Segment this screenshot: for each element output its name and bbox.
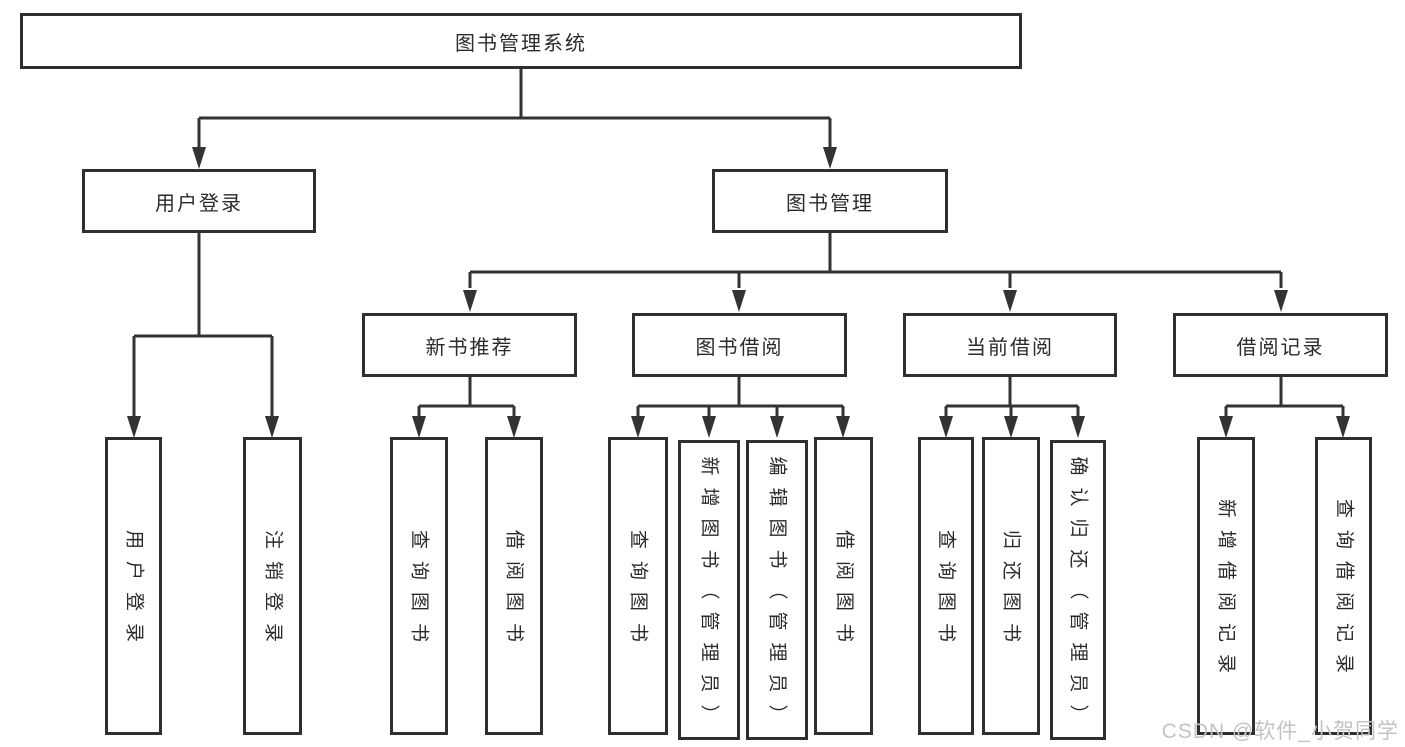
node-label: 归还图书 [1000, 529, 1022, 655]
node-label: 查询图书 [408, 529, 430, 655]
node-label: 新增图书（管理员） [698, 456, 720, 736]
node-new-book-recommend: 新书推荐 [362, 313, 577, 377]
leaf-return-book: 归还图书 [982, 437, 1040, 735]
node-user-login: 用户登录 [82, 169, 316, 233]
leaf-query-borrow-record: 查询借阅记录 [1315, 437, 1372, 735]
node-borrow-record: 借阅记录 [1173, 313, 1388, 377]
leaf-add-book-admin: 新增图书（管理员） [678, 440, 740, 740]
node-label: 查询图书 [627, 529, 649, 655]
node-label: 查询借阅记录 [1333, 498, 1354, 686]
node-label: 注销登录 [262, 529, 283, 655]
leaf-borrow-book-recommend: 借阅图书 [485, 437, 543, 735]
leaf-borrow-book: 借阅图书 [814, 437, 873, 735]
leaf-query-book-borrow: 查询图书 [608, 437, 668, 735]
node-label: 新增借阅记录 [1215, 498, 1237, 686]
node-book-borrow: 图书借阅 [632, 313, 847, 377]
leaf-user-login: 用户登录 [105, 437, 162, 735]
arrowhead-icons [127, 147, 1350, 438]
node-label: 借阅图书 [503, 529, 525, 655]
leaf-edit-book-admin: 编辑图书（管理员） [746, 440, 808, 740]
node-current-borrow: 当前借阅 [903, 313, 1117, 377]
leaf-query-book-current: 查询图书 [918, 437, 974, 735]
leaf-logout: 注销登录 [243, 437, 302, 735]
node-label: 查询图书 [935, 529, 957, 655]
node-label: 编辑图书（管理员） [766, 456, 788, 736]
leaf-confirm-return-admin: 确认归还（管理员） [1050, 440, 1106, 740]
node-label: 新书推荐 [425, 336, 514, 359]
node-label: 图书管理系统 [455, 32, 587, 55]
node-label: 用户登录 [155, 192, 243, 215]
node-label: 图书借阅 [695, 336, 784, 359]
node-library-management-system: 图书管理系统 [20, 13, 1022, 69]
leaf-add-borrow-record: 新增借阅记录 [1197, 437, 1255, 735]
node-label: 当前借阅 [966, 336, 1054, 359]
node-label: 确认归还（管理员） [1067, 456, 1089, 736]
csdn-watermark: CSDN @软件_小贺同学 [1161, 720, 1399, 743]
leaf-query-book-recommend: 查询图书 [390, 437, 448, 735]
node-label: 借阅图书 [833, 529, 854, 655]
node-label: 用户登录 [123, 529, 144, 655]
node-book-management: 图书管理 [712, 169, 948, 233]
node-label: 借阅记录 [1236, 336, 1325, 359]
node-label: 图书管理 [786, 192, 874, 215]
